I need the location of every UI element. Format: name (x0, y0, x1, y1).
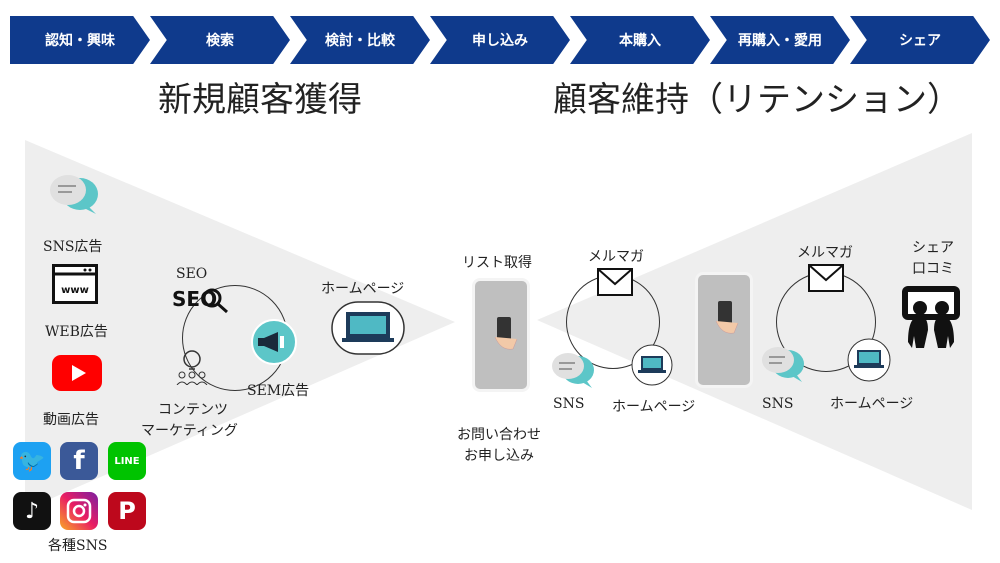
stage-consider: 検討・比較 (290, 16, 430, 64)
sns-label-1: SNS (553, 396, 585, 412)
sns-label-2: SNS (762, 396, 794, 412)
homepage-laptop-icon (331, 301, 405, 355)
inquiry-label-1: お問い合わせ (457, 427, 541, 443)
word-of-mouth-label: 口コミ (912, 261, 954, 277)
youtube-icon (52, 355, 102, 391)
seo-magnifier-icon: SEO (172, 287, 228, 314)
stage-search: 検索 (150, 16, 290, 64)
list-acquisition-label: リスト取得 (462, 255, 532, 271)
various-sns-label: 各種SNS (48, 538, 108, 554)
retention-title: 顧客維持（リテンション） (553, 80, 961, 120)
chat-bubble-icon-3 (762, 347, 804, 382)
web-ad-label: WEB広告 (45, 324, 108, 340)
mailmag-label-1: メルマガ (588, 249, 644, 265)
smartphone-icon-2 (695, 272, 753, 388)
chat-bubble-icon-2 (552, 353, 594, 388)
sns-ad-label: SNS広告 (43, 239, 103, 255)
acquisition-title: 新規顧客獲得 (158, 80, 362, 120)
line-icon: LINE (108, 442, 146, 480)
mailmag-label-2: メルマガ (797, 245, 853, 261)
stage-share: シェア (850, 16, 990, 64)
chat-bubble-icon (50, 175, 98, 214)
share-label: シェア (912, 240, 954, 256)
facebook-icon: f (60, 442, 98, 480)
content-marketing-label-1: コンテンツ (158, 402, 228, 418)
stage-purchase: 本購入 (570, 16, 710, 64)
tiktok-icon: ♪ (13, 492, 51, 530)
sem-ad-label: SEM広告 (247, 383, 310, 399)
homepage-label-3: ホームページ (830, 396, 914, 412)
lightbulb-people-icon (176, 350, 208, 385)
homepage-label: ホームページ (321, 281, 405, 297)
video-ad-label: 動画広告 (43, 412, 99, 428)
homepage-label-2: ホームページ (612, 399, 696, 415)
content-marketing-label-2: マーケティング (141, 423, 238, 439)
mail-envelope-icon-2 (808, 264, 844, 292)
homepage-laptop-icon-2 (631, 344, 673, 386)
stage-awareness: 認知・興味 (10, 16, 150, 64)
seo-label: SEO (176, 266, 208, 282)
browser-www-icon: www (52, 264, 98, 304)
share-people-icon (902, 286, 960, 348)
megaphone-icon (251, 319, 297, 365)
instagram-icon (60, 492, 98, 530)
stage-apply: 申し込み (430, 16, 570, 64)
twitter-icon: 🐦 (13, 442, 51, 480)
pinterest-icon: P (108, 492, 146, 530)
svg-text:www: www (61, 285, 89, 296)
mail-envelope-icon-1 (597, 268, 633, 296)
stage-repurchase: 再購入・愛用 (710, 16, 850, 64)
inquiry-label-2: お申し込み (464, 448, 534, 464)
homepage-laptop-icon-3 (847, 338, 891, 382)
smartphone-icon (472, 278, 530, 392)
